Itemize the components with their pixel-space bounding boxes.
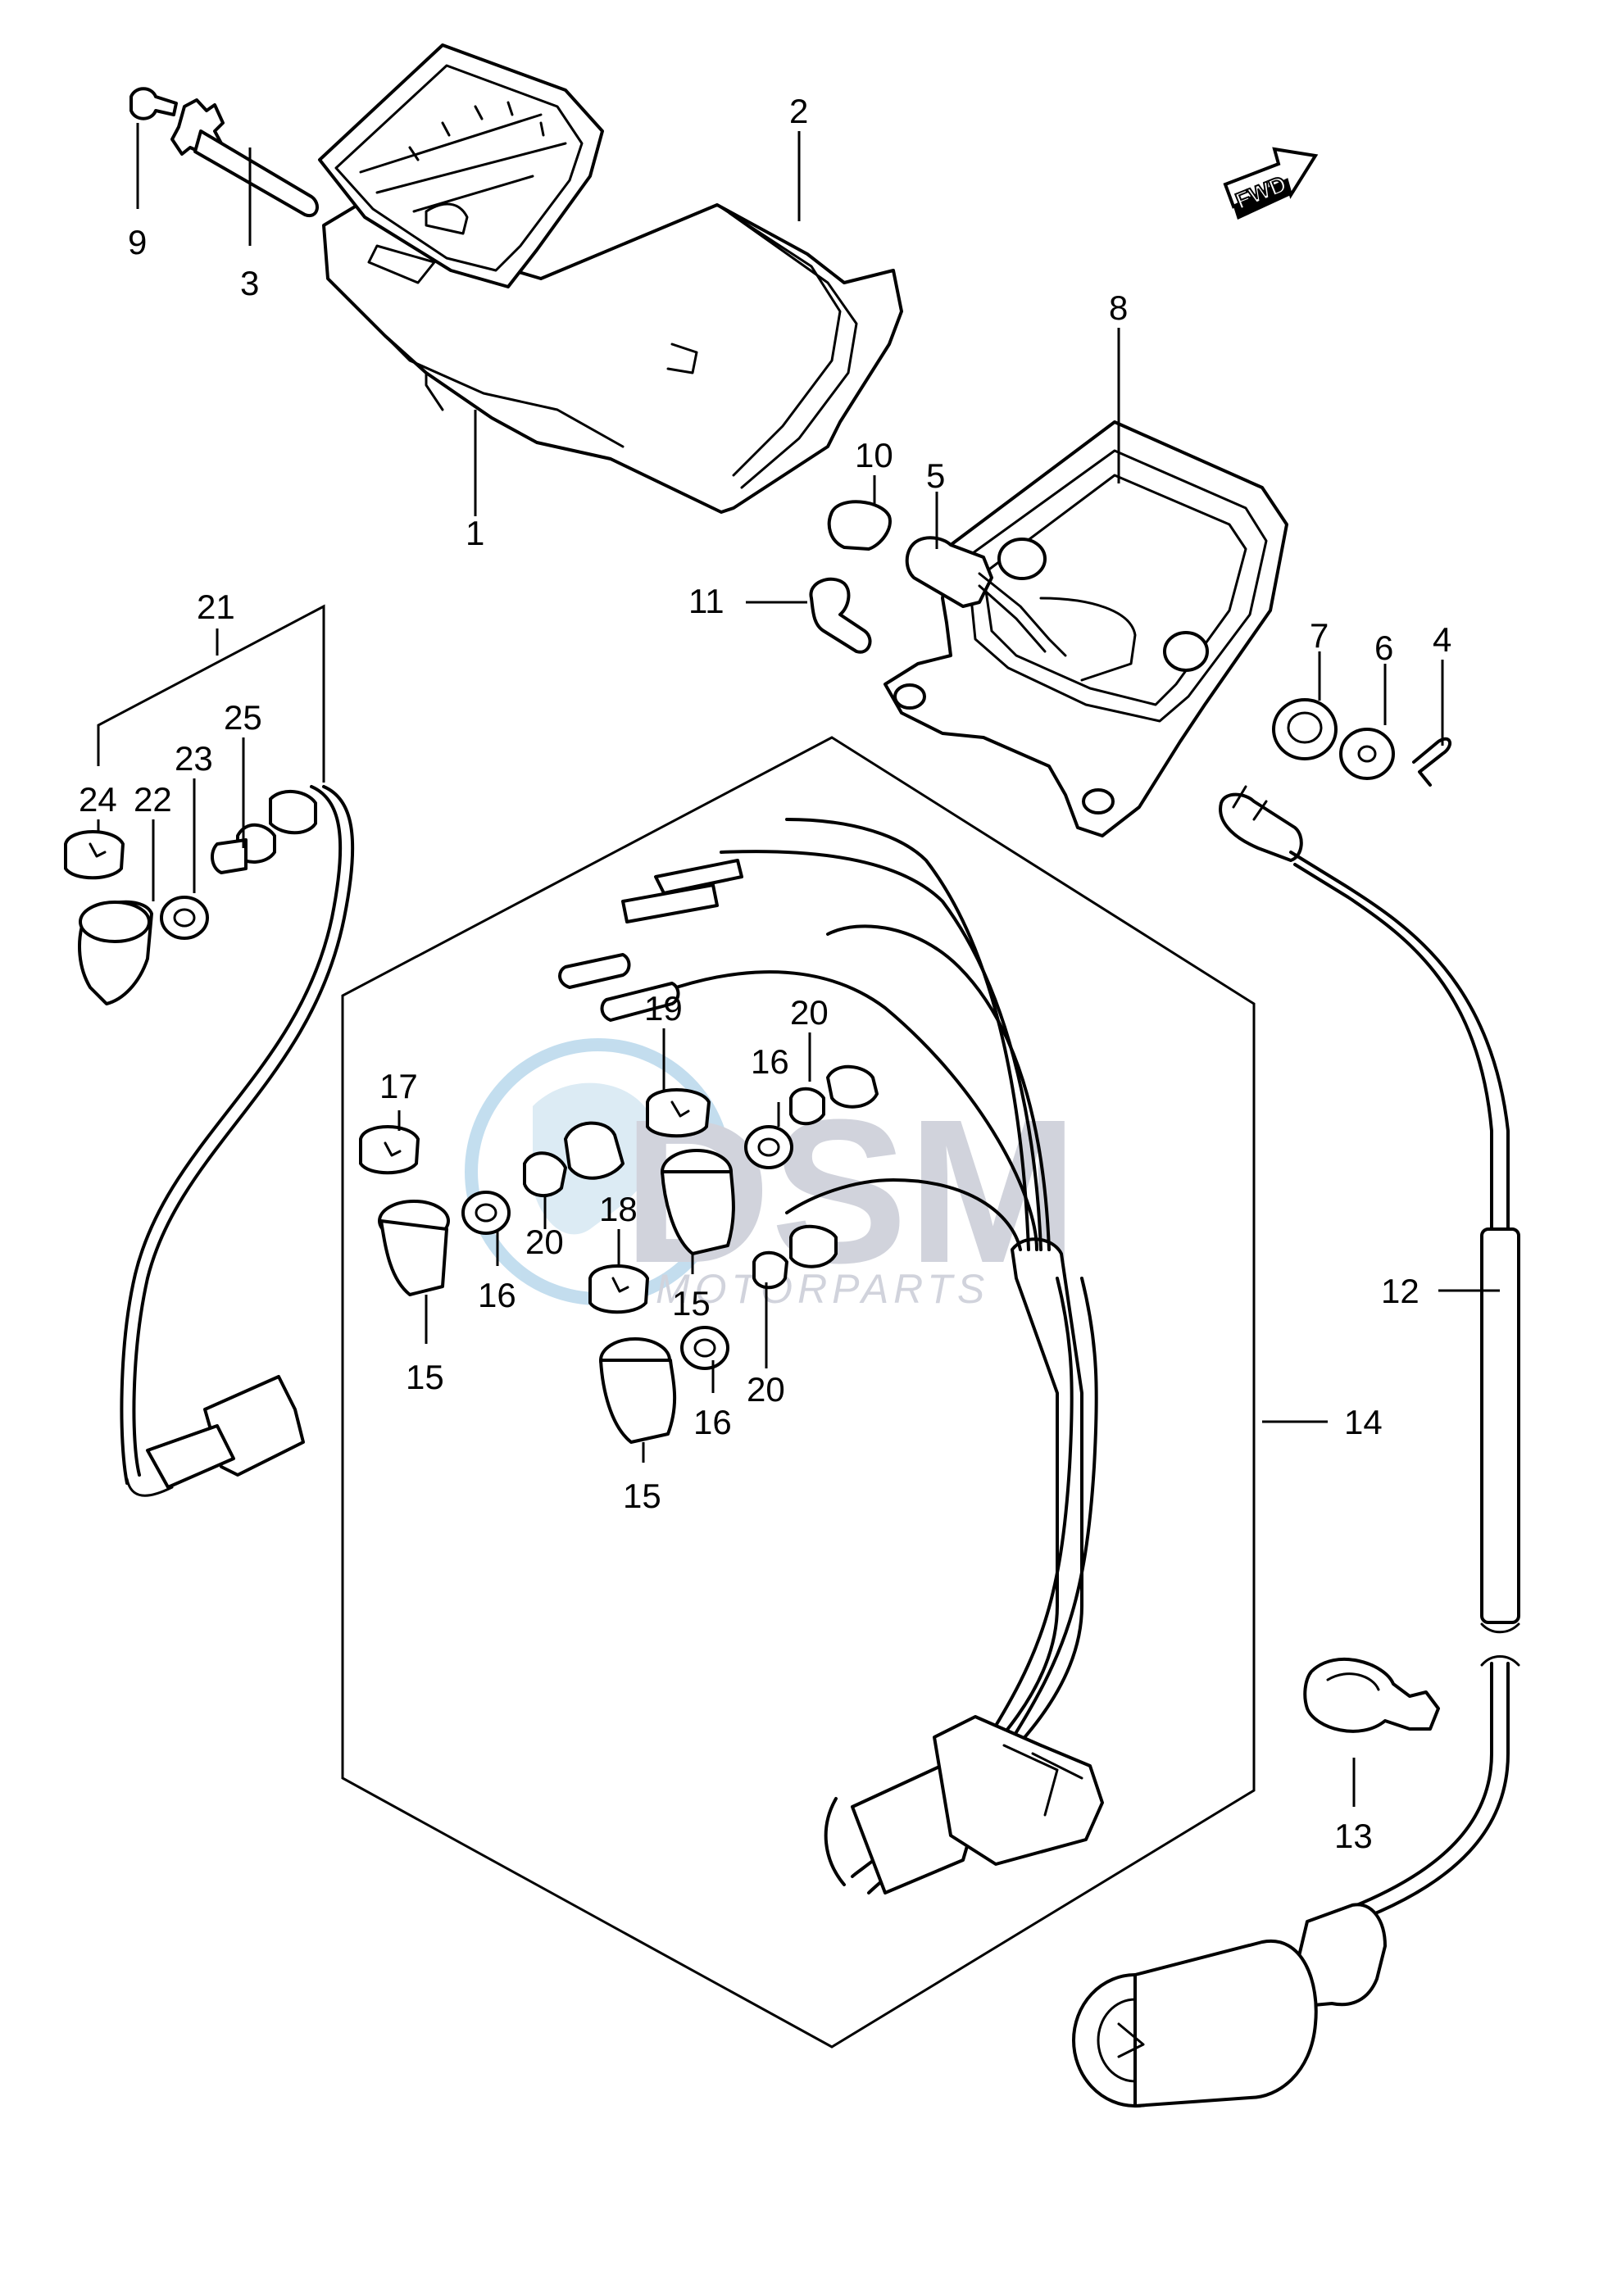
callout-3: 3 xyxy=(240,264,259,302)
callout-7: 7 xyxy=(1310,616,1329,655)
callout-1: 1 xyxy=(466,514,484,552)
callout-15b: 15 xyxy=(672,1284,711,1323)
indicator-harness-left xyxy=(64,785,355,1497)
callout-22: 22 xyxy=(134,780,172,819)
speedometer-cable xyxy=(1072,785,1520,2108)
callout-4: 4 xyxy=(1433,620,1451,659)
callout-13: 13 xyxy=(1334,1817,1373,1855)
callout-labels: 1 2 3 4 5 6 7 8 9 10 11 12 13 14 15 15 1… xyxy=(79,92,1451,1855)
callout-20c: 20 xyxy=(747,1370,785,1409)
bulb-socket-bolt xyxy=(809,500,1067,657)
leader-lines xyxy=(97,123,1500,1807)
callout-18: 18 xyxy=(599,1190,638,1228)
callout-20b: 20 xyxy=(790,993,829,1032)
callout-6: 6 xyxy=(1374,628,1393,667)
callout-15c: 15 xyxy=(623,1477,661,1515)
screw-and-gear xyxy=(129,87,319,218)
main-wire-harness xyxy=(523,818,1104,1894)
callout-11: 11 xyxy=(688,582,725,620)
meter-bracket xyxy=(883,420,1288,837)
callout-2: 2 xyxy=(789,92,808,130)
callout-25: 25 xyxy=(224,698,262,737)
callout-20a: 20 xyxy=(525,1223,564,1261)
callout-16b: 16 xyxy=(751,1042,789,1081)
callout-10: 10 xyxy=(855,436,893,474)
callout-12: 12 xyxy=(1381,1272,1419,1310)
harness-boundary xyxy=(341,736,1256,2049)
callout-21: 21 xyxy=(197,588,235,626)
indicator-caps-boots xyxy=(359,1088,793,1444)
grommet-washer-clip xyxy=(1272,698,1451,787)
speedometer-assembly xyxy=(318,43,903,514)
callout-16c: 16 xyxy=(693,1403,732,1441)
callout-14: 14 xyxy=(1344,1403,1383,1441)
callout-19: 19 xyxy=(644,989,683,1028)
callout-16a: 16 xyxy=(478,1276,516,1314)
callout-5: 5 xyxy=(926,456,945,495)
callout-9: 9 xyxy=(128,223,147,261)
callout-17: 17 xyxy=(379,1067,418,1105)
watermark-sub: MOTORPARTS xyxy=(656,1266,989,1312)
cable-clamp xyxy=(1303,1658,1440,1733)
callout-24: 24 xyxy=(79,780,117,819)
callout-15a: 15 xyxy=(406,1358,444,1396)
fwd-arrow-icon: FWD xyxy=(1223,147,1319,220)
callout-8: 8 xyxy=(1109,288,1128,327)
callout-23: 23 xyxy=(175,739,213,778)
